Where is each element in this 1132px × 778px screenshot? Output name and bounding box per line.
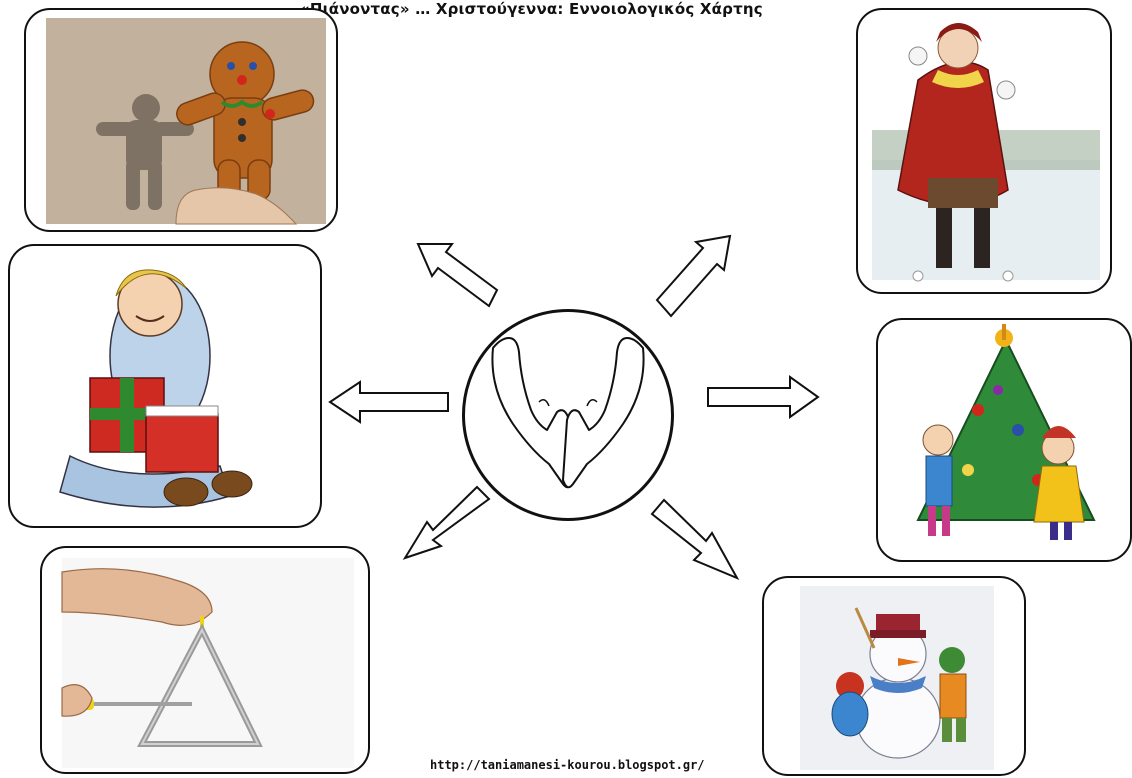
open-hands-icon xyxy=(491,337,645,489)
snowman-card xyxy=(762,576,1026,776)
center-circle xyxy=(462,309,674,521)
gingerbread-man-icon xyxy=(46,18,326,225)
snowman-children-icon xyxy=(800,586,994,770)
footer-url[interactable]: http://taniamanesi-kourou.blogspot.gr/ xyxy=(430,758,705,772)
arrow-up-left-icon xyxy=(416,243,499,308)
triangle-instrument-icon xyxy=(61,558,354,768)
arrow-up-right-icon xyxy=(655,234,732,318)
boy-gift-card xyxy=(8,244,322,528)
boy-opening-gift-icon xyxy=(59,269,253,508)
christmas-tree-children-icon xyxy=(916,324,1096,540)
gingerbread-card xyxy=(24,8,338,232)
snowball-girl-icon xyxy=(872,23,1100,282)
arrow-left-icon xyxy=(328,380,449,424)
triangle-card xyxy=(40,546,370,774)
arrow-down-left-icon xyxy=(402,485,491,560)
christmas-tree-card xyxy=(876,318,1132,562)
snowball-girl-card xyxy=(856,8,1112,294)
arrow-down-right-icon xyxy=(650,498,740,581)
arrow-right-icon xyxy=(707,375,820,419)
page-title: «Πιάνοντας» … Χριστούγεννα: Εννοιολογικό… xyxy=(300,0,763,18)
